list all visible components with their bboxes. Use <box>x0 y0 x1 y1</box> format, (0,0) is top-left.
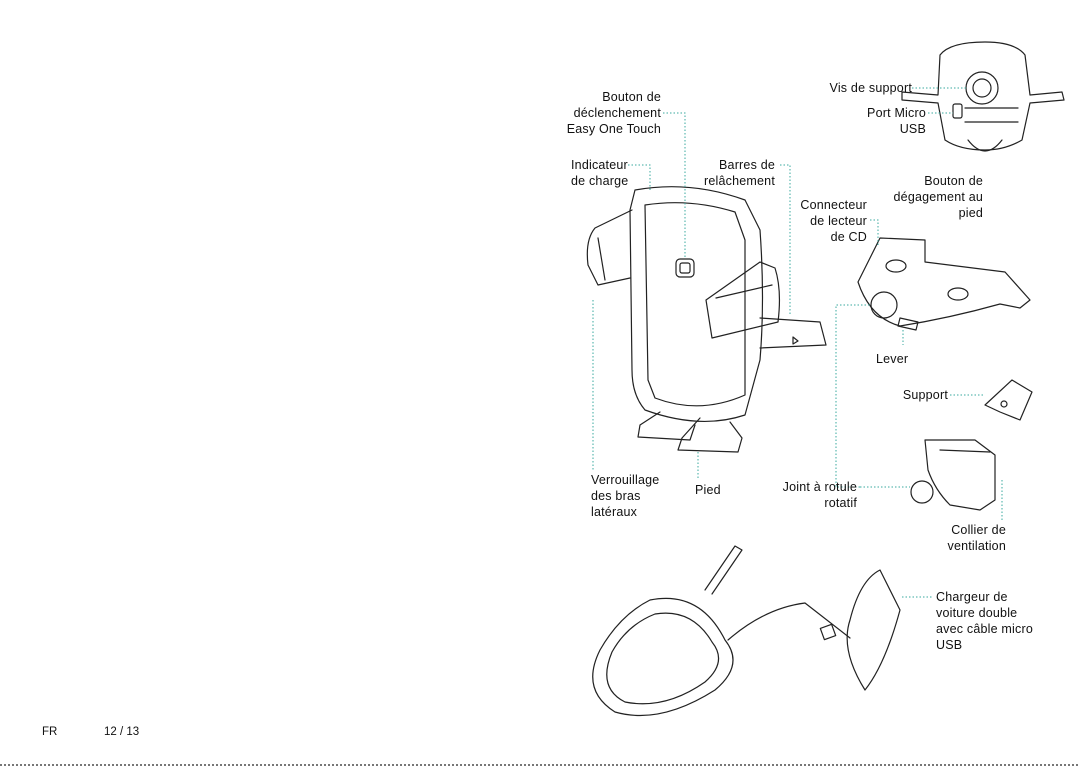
label-support-screw: Vis de support <box>829 81 912 95</box>
page-bottom-border <box>0 764 1078 766</box>
label-support: Support <box>902 388 948 402</box>
label-foot-release-button: Bouton de dégagement au pied <box>893 174 983 220</box>
car-charger-drawing <box>592 545 901 717</box>
label-car-charger: Chargeur de voiture double avec câble mi… <box>936 590 1033 652</box>
support-plate-drawing <box>984 379 1033 421</box>
label-release-bars: Barres de relâchement <box>704 158 775 188</box>
cd-connector-drawing <box>857 237 1031 331</box>
leader-lines <box>592 87 1003 598</box>
label-cd-connector: Connecteur de lecteur de CD <box>800 198 867 244</box>
label-side-arm-lock: Verrouillage des bras latéraux <box>591 473 660 519</box>
label-release-button: Bouton de déclenchement Easy One Touch <box>566 90 661 136</box>
label-vent-collar: Collier de ventilation <box>947 523 1006 553</box>
vent-clip-drawing <box>910 439 996 511</box>
label-charge-indicator: Indicateur de charge <box>571 158 629 188</box>
label-ball-joint: Joint à rotule rotatif <box>782 480 857 510</box>
holder-back-drawing <box>901 41 1065 152</box>
label-foot: Pied <box>695 483 721 497</box>
label-lever: Lever <box>876 352 909 366</box>
footer-language: FR <box>42 726 58 738</box>
footer-page-number: 12 / 13 <box>104 726 140 738</box>
label-micro-usb-port: Port Micro USB <box>867 106 926 136</box>
phone-holder-drawing <box>586 186 827 453</box>
